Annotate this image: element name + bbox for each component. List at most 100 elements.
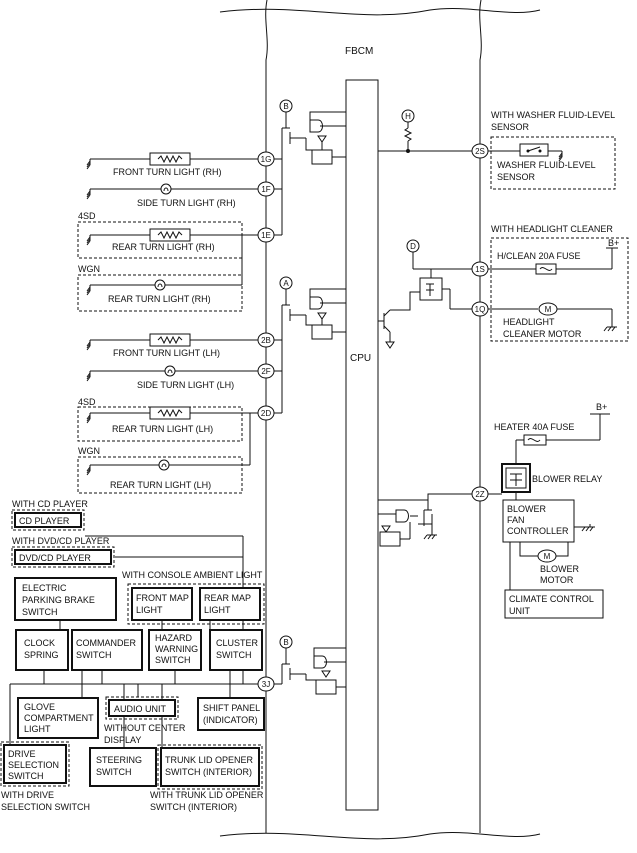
svg-text:SWITCH: SWITCH bbox=[96, 767, 132, 777]
headlight-cleaner: WITH HEADLIGHT CLEANER D B+ H/CLEAN 20A … bbox=[406, 224, 629, 342]
svg-text:WGN: WGN bbox=[78, 264, 100, 274]
svg-text:CLOCK: CLOCK bbox=[24, 638, 55, 648]
svg-text:LIGHT: LIGHT bbox=[136, 605, 163, 615]
switch-input-circuit: B bbox=[279, 635, 346, 695]
svg-text:HAZARD: HAZARD bbox=[155, 633, 193, 643]
svg-text:DVD/CD PLAYER: DVD/CD PLAYER bbox=[19, 553, 91, 563]
svg-text:SWITCH (INTERIOR): SWITCH (INTERIOR) bbox=[165, 767, 252, 777]
svg-text:2B: 2B bbox=[261, 336, 271, 345]
svg-text:B+: B+ bbox=[608, 238, 619, 248]
cluster-switch bbox=[209, 629, 263, 671]
dvd-cd-player bbox=[14, 549, 112, 565]
steering-switch bbox=[89, 747, 157, 787]
climate-control-unit bbox=[504, 589, 604, 619]
svg-text:SWITCH: SWITCH bbox=[216, 650, 252, 660]
svg-text:SWITCH: SWITCH bbox=[155, 655, 191, 665]
lamp-rear-turn-lh-4sd: REAR TURN LIGHT (LH) bbox=[112, 424, 213, 434]
blower-fan-controller bbox=[502, 499, 575, 543]
svg-text:WITH CD PLAYER: WITH CD PLAYER bbox=[12, 499, 88, 509]
svg-text:SELECTION: SELECTION bbox=[8, 760, 59, 770]
trunk-lid-opener-switch bbox=[160, 747, 260, 787]
svg-text:SENSOR: SENSOR bbox=[491, 122, 530, 132]
svg-text:2Z: 2Z bbox=[475, 490, 484, 499]
washer-pullup: H bbox=[378, 109, 472, 153]
svg-text:1Q: 1Q bbox=[475, 305, 486, 314]
rear-map-light bbox=[199, 587, 261, 621]
marker-d: D bbox=[410, 242, 416, 251]
svg-text:4SD: 4SD bbox=[78, 211, 96, 221]
svg-text:M: M bbox=[545, 305, 552, 314]
svg-text:LIGHT: LIGHT bbox=[24, 724, 51, 734]
svg-text:TRUNK LID OPENER: TRUNK LID OPENER bbox=[165, 755, 254, 765]
lamp-side-turn-rh: SIDE TURN LIGHT (RH) bbox=[137, 198, 236, 208]
audio-unit bbox=[108, 699, 176, 717]
svg-text:GLOVE: GLOVE bbox=[24, 702, 55, 712]
switch-bus bbox=[9, 535, 282, 748]
svg-text:2F: 2F bbox=[261, 367, 270, 376]
svg-text:SENSOR: SENSOR bbox=[497, 172, 536, 182]
svg-text:2S: 2S bbox=[475, 147, 485, 156]
fbcm-module: FBCM CPU bbox=[219, 0, 541, 840]
svg-text:WITHOUT CENTER: WITHOUT CENTER bbox=[104, 723, 186, 733]
glove-compartment-light bbox=[17, 697, 99, 739]
svg-text:3J: 3J bbox=[262, 680, 270, 689]
svg-text:CONTROLLER: CONTROLLER bbox=[507, 526, 569, 536]
svg-text:B+: B+ bbox=[596, 402, 607, 412]
svg-text:1E: 1E bbox=[261, 231, 271, 240]
svg-text:WITH WASHER FLUID-LEVEL: WITH WASHER FLUID-LEVEL bbox=[491, 110, 615, 120]
svg-text:HEADLIGHT: HEADLIGHT bbox=[503, 317, 555, 327]
cleaner-transistor bbox=[378, 291, 420, 349]
devices: WITH CD PLAYER CD PLAYER WITH DVD/CD PLA… bbox=[0, 499, 265, 812]
cpu-block bbox=[345, 79, 379, 811]
svg-text:SWITCH: SWITCH bbox=[8, 771, 44, 781]
lamp-front-turn-rh: FRONT TURN LIGHT (RH) bbox=[113, 167, 222, 177]
svg-text:WITH HEADLIGHT CLEANER: WITH HEADLIGHT CLEANER bbox=[491, 224, 613, 234]
lh-lamp-wiring: FRONT TURN LIGHT (LH) SIDE TURN LIGHT (L… bbox=[77, 322, 283, 494]
svg-text:PARKING BRAKE: PARKING BRAKE bbox=[22, 595, 95, 605]
marker-b-bottom: B bbox=[283, 638, 288, 647]
lh-driver-circuit: A bbox=[279, 276, 346, 340]
svg-text:LIGHT: LIGHT bbox=[204, 605, 231, 615]
lamp-rear-turn-lh-wgn: REAR TURN LIGHT (LH) bbox=[110, 480, 211, 490]
svg-text:CLUSTER: CLUSTER bbox=[216, 638, 259, 648]
svg-text:1G: 1G bbox=[261, 155, 272, 164]
svg-text:M: M bbox=[544, 552, 551, 561]
svg-text:CLIMATE CONTROL: CLIMATE CONTROL bbox=[509, 594, 594, 604]
svg-text:WITH CONSOLE AMBIENT LIGHT: WITH CONSOLE AMBIENT LIGHT bbox=[122, 570, 263, 580]
svg-text:DISPLAY: DISPLAY bbox=[104, 735, 141, 745]
svg-text:UNIT: UNIT bbox=[509, 606, 530, 616]
svg-text:SELECTION SWITCH: SELECTION SWITCH bbox=[1, 802, 90, 812]
svg-text:1S: 1S bbox=[475, 265, 485, 274]
svg-text:REAR MAP: REAR MAP bbox=[204, 593, 251, 603]
rh-driver-circuit: B bbox=[279, 99, 346, 165]
svg-text:SWITCH (INTERIOR): SWITCH (INTERIOR) bbox=[150, 802, 237, 812]
svg-text:DRIVE: DRIVE bbox=[8, 749, 36, 759]
electric-parking-brake-switch bbox=[14, 577, 117, 621]
svg-text:BLOWER RELAY: BLOWER RELAY bbox=[532, 474, 602, 484]
lamp-rear-turn-rh-wgn: REAR TURN LIGHT (RH) bbox=[108, 294, 211, 304]
svg-text:MOTOR: MOTOR bbox=[540, 575, 574, 585]
lamp-front-turn-lh: FRONT TURN LIGHT (LH) bbox=[113, 348, 220, 358]
front-map-light bbox=[131, 587, 193, 621]
blower-section: HEATER 40A FUSE B+ BLOWER RELAY BLOWER F… bbox=[488, 402, 610, 619]
lamp-side-turn-lh: SIDE TURN LIGHT (LH) bbox=[137, 380, 234, 390]
svg-text:SWITCH: SWITCH bbox=[76, 650, 112, 660]
svg-text:SWITCH: SWITCH bbox=[22, 607, 58, 617]
hazard-warning-switch bbox=[148, 629, 202, 671]
svg-text:WITH TRUNK LID OPENER: WITH TRUNK LID OPENER bbox=[150, 790, 264, 800]
svg-text:SPRING: SPRING bbox=[24, 650, 59, 660]
lamp-rear-turn-rh-4sd: REAR TURN LIGHT (RH) bbox=[112, 242, 215, 252]
commander-switch bbox=[71, 629, 143, 671]
marker-h: H bbox=[405, 112, 411, 121]
svg-text:2D: 2D bbox=[261, 409, 271, 418]
svg-text:1F: 1F bbox=[261, 185, 270, 194]
marker-a: A bbox=[283, 279, 289, 288]
svg-text:(INDICATOR): (INDICATOR) bbox=[203, 715, 258, 725]
marker-b-top: B bbox=[283, 102, 288, 111]
svg-text:4SD: 4SD bbox=[78, 397, 96, 407]
drive-selection-switch bbox=[3, 744, 67, 784]
svg-text:STEERING: STEERING bbox=[96, 755, 142, 765]
fbcm-label: FBCM bbox=[345, 46, 373, 57]
svg-text:AUDIO UNIT: AUDIO UNIT bbox=[114, 704, 167, 714]
